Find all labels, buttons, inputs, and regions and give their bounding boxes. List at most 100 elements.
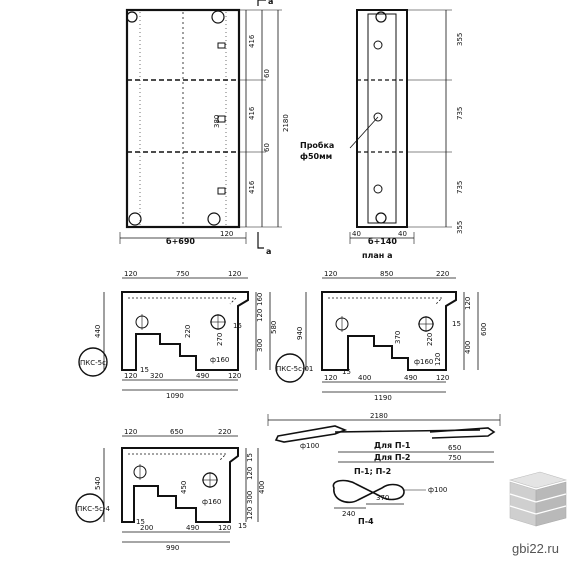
dim-text: 540: [94, 477, 102, 490]
dim-text: 600: [480, 323, 488, 336]
dim-text: 355: [456, 33, 464, 46]
dim-text: 735: [456, 181, 464, 194]
dim-text: 416: [248, 34, 256, 48]
dim-text: 120: [246, 507, 254, 520]
width-label: б+140: [368, 236, 397, 246]
leader-line: [349, 116, 379, 149]
dim-text: 15: [452, 320, 461, 328]
rebar-line: [128, 453, 227, 461]
dim-text: 240: [342, 510, 355, 518]
dim-text: 15: [246, 453, 254, 462]
dim-text: 15: [233, 322, 242, 330]
dim-text: 120: [436, 374, 449, 382]
dim-text: 200: [140, 524, 153, 532]
loop-tag: П-4: [358, 517, 374, 526]
note-text: ф50мм: [300, 152, 332, 161]
dim-text: 490: [186, 524, 199, 532]
total-text: 2180: [370, 412, 388, 420]
lifting-loop-circle: [128, 212, 142, 226]
loop-bar-right: [429, 427, 496, 439]
dim-text: 40: [352, 230, 361, 238]
loop-for-label: Для П-1: [374, 441, 411, 450]
hole-label: ф160: [210, 356, 229, 364]
section-cut-mark: [257, 232, 264, 249]
dim-text: 490: [196, 372, 209, 380]
dim-text: 120: [324, 374, 337, 382]
section-tag-circle: [78, 347, 108, 377]
dim-text: 120: [324, 270, 337, 278]
logo-block-right: [535, 481, 567, 527]
panel-elevation: [119, 0, 282, 249]
total-text: 1190: [374, 394, 392, 402]
plug-hole: [373, 112, 383, 122]
dim-text: 940: [296, 327, 304, 340]
cross-section-1: [78, 277, 271, 391]
section-tag-circle: [275, 353, 305, 383]
loop-for-label: Для П-2: [374, 453, 411, 462]
dim-text: 120: [246, 467, 254, 480]
dim-text: 490: [404, 374, 417, 382]
lifting-loop-circle: [375, 212, 387, 224]
dim-text: 120: [256, 309, 264, 322]
dim-text: 15: [342, 368, 351, 376]
width-label: б+690: [166, 236, 195, 246]
dim-text: 15: [238, 522, 247, 530]
dim-text: 450: [180, 481, 188, 494]
dim-text: 300: [246, 491, 254, 504]
logo-slab-line: [509, 493, 537, 503]
section1-labels: 120 750 120 440 160 120 580 300 15 220 2…: [80, 270, 278, 400]
logo-block-left: [509, 481, 537, 527]
dim-text: 220: [184, 325, 192, 338]
dim-text: 400: [358, 374, 371, 382]
rebar-line: [128, 297, 237, 305]
dim-text: 416: [248, 180, 256, 194]
dim-text: 580: [270, 321, 278, 334]
lifting-loop-circle: [126, 11, 138, 23]
cross-section-2: [275, 277, 479, 393]
total-text: 1090: [166, 392, 184, 400]
section-mark-label: а: [266, 247, 271, 256]
total-height-text: 2180: [282, 114, 290, 132]
section-tag-circle: [75, 493, 105, 523]
dim-text: 220: [218, 428, 231, 436]
section-outline: [121, 291, 249, 371]
section3-labels: 120 650 220 540 15 120 400 300 120 15 45…: [77, 428, 266, 552]
dim-text: 650: [448, 444, 461, 452]
dim-text: 60: [263, 143, 271, 152]
embedded-part-mark: [217, 187, 226, 195]
dim-text: 220: [426, 333, 434, 346]
embedded-part-mark: [217, 42, 226, 49]
view-caption: план а: [362, 251, 393, 260]
side-view-outline: [356, 9, 408, 228]
logo-block-top: [508, 471, 568, 489]
dim-text: 370: [394, 331, 402, 344]
dim-text: 120: [434, 353, 442, 366]
dim-text: 400: [464, 341, 472, 354]
dim-text: 120: [220, 230, 233, 238]
dim-text: 850: [380, 270, 393, 278]
rebar-line: [328, 297, 443, 305]
dim-text: 120: [228, 270, 241, 278]
dim-text: 160: [256, 293, 264, 306]
section-outline: [321, 291, 457, 371]
dim-text: 120: [228, 372, 241, 380]
total-text: 990: [166, 544, 179, 552]
dim-text: 370: [376, 494, 389, 502]
rebar-label: ф100: [428, 486, 447, 494]
side-view-labels: 355 735 735 355 Пробка ф50мм б+140 40 40…: [300, 33, 464, 260]
dim-text: 750: [176, 270, 189, 278]
logo-slab-line: [535, 493, 567, 503]
watermark-text: gbi22.ru: [512, 541, 559, 556]
plug-hole: [373, 40, 383, 50]
lifting-loop-circle: [211, 10, 225, 24]
section-tag: ПКС-5с: [80, 359, 106, 367]
dim-text: 15: [136, 518, 145, 526]
mid-mark-text: 380: [213, 115, 221, 128]
loop-bar-left: [274, 425, 348, 443]
logo-slab-line: [509, 505, 537, 515]
dim-text: 270: [216, 333, 224, 346]
site-logo: [508, 471, 568, 527]
lifting-loop-circle: [207, 212, 221, 226]
dim-text: 355: [456, 221, 464, 234]
